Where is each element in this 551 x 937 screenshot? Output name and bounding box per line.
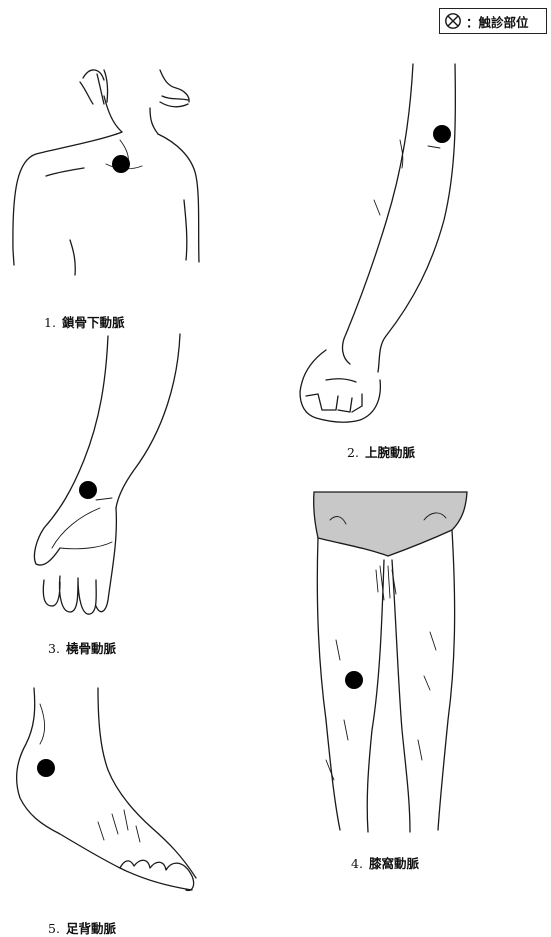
- caption-dorsalis-pedis-artery: 5.足背動脈: [48, 918, 116, 937]
- caption-label: 膝窩動脈: [369, 856, 419, 871]
- arm-drawing: [300, 64, 455, 422]
- caption-label: 橈骨動脈: [66, 641, 116, 656]
- foot-drawing: [17, 688, 196, 890]
- subclavian-palpation-marker: [112, 155, 130, 173]
- dorsalis-pedis-palpation-marker: [37, 759, 55, 777]
- caption-number: 1.: [44, 315, 62, 330]
- popliteal-palpation-marker: [345, 671, 363, 689]
- legend-label: ：触診部位: [466, 12, 529, 31]
- caption-radial-artery: 3.橈骨動脈: [48, 638, 116, 657]
- caption-subclavian-artery: 1.鎖骨下動脈: [44, 312, 125, 331]
- caption-label: 上腕動脈: [365, 445, 415, 460]
- torso-drawing: [13, 70, 199, 275]
- radial-palpation-marker: [79, 481, 97, 499]
- legs-drawing: [314, 492, 467, 832]
- caption-popliteal-artery: 4.膝窩動脈: [351, 853, 419, 872]
- caption-number: 2.: [347, 445, 365, 460]
- caption-brachial-artery: 2.上腕動脈: [347, 442, 415, 461]
- caption-label: 足背動脈: [66, 921, 116, 936]
- caption-number: 5.: [48, 921, 66, 936]
- caption-label: 鎖骨下動脈: [62, 315, 125, 330]
- brachial-palpation-marker: [433, 125, 451, 143]
- legend-box: ：触診部位: [439, 8, 547, 34]
- caption-number: 3.: [48, 641, 66, 656]
- clothing-shading: [314, 492, 467, 556]
- palpation-marker-icon: [444, 12, 462, 30]
- caption-number: 4.: [351, 856, 369, 871]
- hand-drawing: [34, 334, 180, 614]
